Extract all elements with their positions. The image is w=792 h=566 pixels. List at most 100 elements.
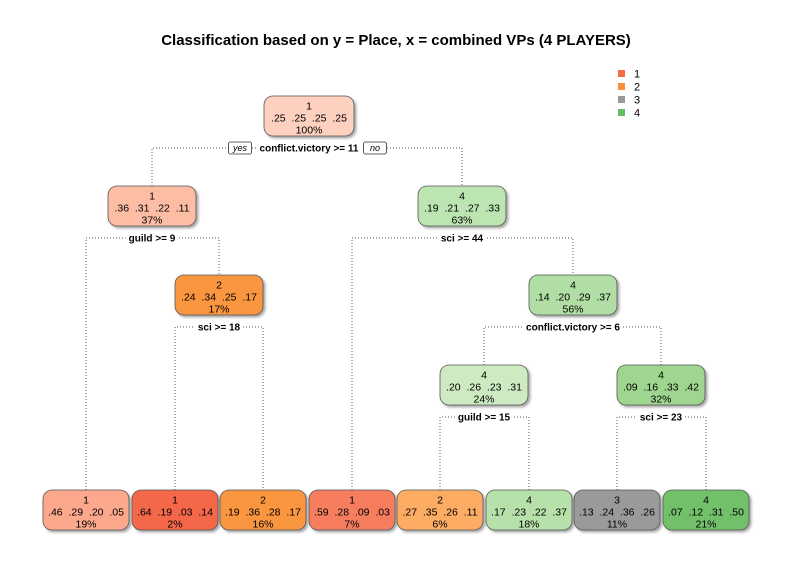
legend-item-4: 4 <box>618 108 640 120</box>
node-percentage: 56% <box>562 304 583 316</box>
split-label-s6: guild >= 15 <box>458 413 511 424</box>
node-box <box>308 489 396 531</box>
node-probabilities: .19 .21 .27 .33 <box>424 203 500 215</box>
no-branch-label: no <box>370 143 380 153</box>
split-label-bg <box>636 410 686 423</box>
legend-item-3: 3 <box>618 95 640 107</box>
split-label-bg <box>125 231 179 244</box>
node-box <box>42 489 130 531</box>
legend-swatch <box>618 70 625 77</box>
node-class: 2 <box>437 495 443 507</box>
node-percentage: 24% <box>473 394 494 406</box>
split-label-bg <box>454 410 514 423</box>
node-class: 4 <box>703 495 709 507</box>
node-class: 2 <box>260 495 266 507</box>
node-class: 1 <box>172 495 178 507</box>
node-box <box>263 95 355 137</box>
node-box <box>396 489 484 531</box>
split-label-s4: sci >= 18 <box>198 323 241 334</box>
split-labels: conflict.victory >= 11 yes no guild >= 9 sci… <box>125 141 686 424</box>
legend-label: 2 <box>634 82 640 94</box>
node-percentage: 21% <box>695 519 716 531</box>
node-box <box>107 185 197 227</box>
legend-label: 4 <box>634 108 640 120</box>
node-class: 1 <box>83 495 89 507</box>
node-percentage: 18% <box>518 519 539 531</box>
node-probabilities: .27 .35 .26 .11 <box>402 507 477 519</box>
node-probabilities: .14 .20 .29 .37 <box>535 292 611 304</box>
legend-label: 1 <box>634 69 640 81</box>
leaf-node-l5: 2.27 .35 .26 .116% <box>396 489 484 531</box>
diagram-title: Classification based on y = Place, x = c… <box>161 32 631 49</box>
node-class: 4 <box>570 280 576 292</box>
node-probabilities: .46 .29 .20 .05 <box>48 507 124 519</box>
tree-edge-s6 <box>439 416 530 490</box>
node-probabilities: .59 .28 .09 .03 <box>314 507 390 519</box>
node-class: 4 <box>526 495 532 507</box>
node-probabilities: .09 .16 .33 .42 <box>623 382 699 394</box>
node-box <box>573 489 661 531</box>
tree-edge-s7 <box>616 416 707 490</box>
node-percentage: 63% <box>451 215 472 227</box>
node-probabilities: .24 .34 .25 .17 <box>181 292 257 304</box>
node-percentage: 100% <box>296 125 323 137</box>
leaf-node-l4: 1.59 .28 .09 .037% <box>308 489 396 531</box>
node-percentage: 32% <box>650 394 671 406</box>
legend-swatch <box>618 83 625 90</box>
split-label-bg <box>437 231 487 244</box>
node-percentage: 37% <box>141 215 162 227</box>
split-label-s1: conflict.victory >= 11 <box>260 144 359 155</box>
node-class: 1 <box>306 101 312 113</box>
yes-branch-label: yes <box>232 143 248 153</box>
split-label-bg <box>256 141 362 154</box>
node-probabilities: .20 .26 .23 .31 <box>446 382 522 394</box>
node-percentage: 19% <box>75 519 96 531</box>
node-class: 4 <box>459 191 465 203</box>
node-class: 1 <box>149 191 155 203</box>
node-box <box>616 364 706 406</box>
node-class: 2 <box>216 280 222 292</box>
node-percentage: 7% <box>344 519 359 531</box>
node-percentage: 6% <box>432 519 447 531</box>
node-class: 1 <box>349 495 355 507</box>
split-label-s2: guild >= 9 <box>129 234 176 245</box>
node-probabilities: .19 .36 .28 .17 <box>225 507 301 519</box>
split-label-s5: conflict.victory >= 6 <box>526 323 620 334</box>
node-class: 3 <box>614 495 620 507</box>
node-box <box>662 489 750 531</box>
node-probabilities: .13 .24 .36 .26 <box>579 507 655 519</box>
legend-label: 3 <box>634 95 640 107</box>
split-label-s7: sci >= 23 <box>640 413 683 424</box>
node-percentage: 11% <box>607 519 627 531</box>
node-probabilities: .64 .19 .03 .14 <box>137 507 213 519</box>
node-percentage: 2% <box>167 519 182 531</box>
yes-branch-label-box <box>228 141 252 155</box>
split-label-bg <box>194 320 244 333</box>
node-probabilities: .36 .31 .22 .11 <box>114 203 189 215</box>
legend-swatch <box>618 96 625 103</box>
split-label-bg <box>523 320 623 333</box>
tree-edge-s4 <box>174 326 264 490</box>
node-box <box>485 489 573 531</box>
node-probabilities: .17 .23 .22 .37 <box>491 507 567 519</box>
node-box <box>528 274 618 316</box>
node-box <box>219 489 307 531</box>
split-label-s3: sci >= 44 <box>441 234 484 245</box>
node-probabilities: .25 .25 .25 .25 <box>271 113 347 125</box>
node-class: 4 <box>481 370 487 382</box>
legend-item-1: 1 <box>618 69 640 81</box>
legend-item-2: 2 <box>618 82 640 94</box>
node-box <box>174 274 264 316</box>
node-percentage: 16% <box>252 519 273 531</box>
